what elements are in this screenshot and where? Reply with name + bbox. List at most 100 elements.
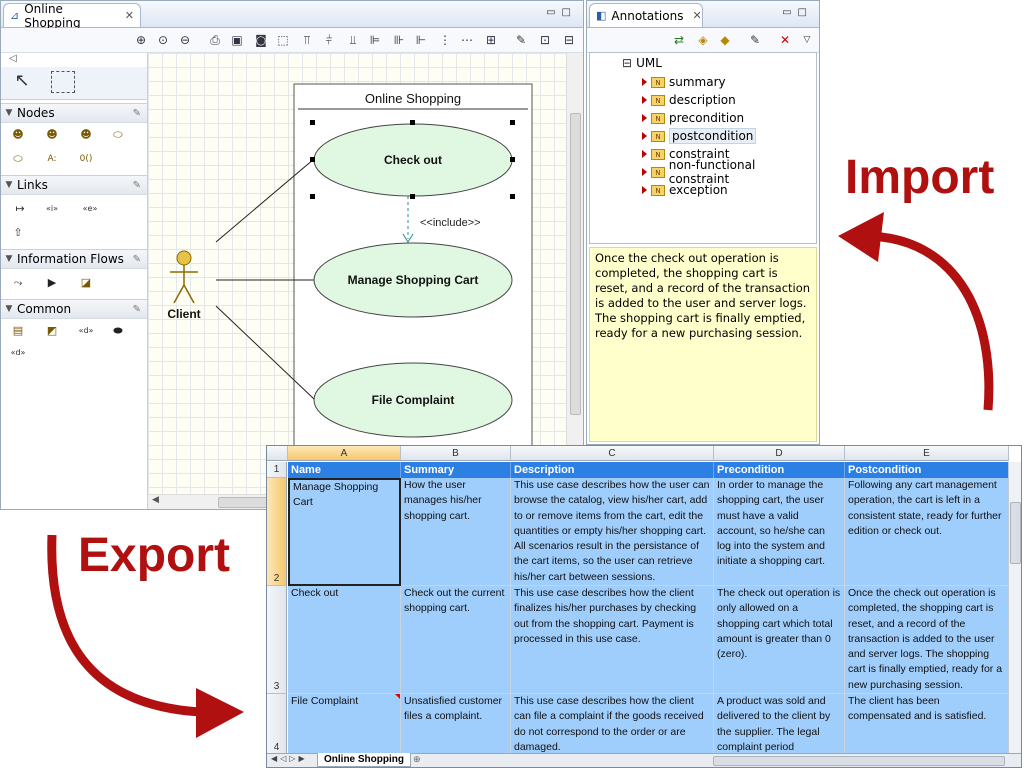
information-container-icon[interactable]: ◪: [80, 276, 92, 289]
pin-icon[interactable]: ✎: [132, 179, 141, 191]
export-image-icon[interactable]: ◙: [255, 33, 267, 47]
tree-item-summary[interactable]: N summary: [642, 73, 726, 91]
column-header-a[interactable]: A: [288, 446, 401, 461]
table-cell[interactable]: In order to manage the shopping cart, th…: [714, 478, 845, 586]
tree-item-postcondition[interactable]: N postcondition: [642, 127, 757, 145]
align-middle-icon[interactable]: ⫩: [325, 33, 333, 47]
note-icon[interactable]: ▤: [12, 324, 24, 337]
import-annotation-icon[interactable]: ◈: [698, 33, 708, 47]
tree-item-description[interactable]: N description: [642, 91, 736, 109]
palette-section-nodes[interactable]: ▼ Nodes ✎: [1, 103, 147, 123]
use-case-icon[interactable]: ⬭: [113, 128, 123, 141]
table-cell[interactable]: How the user manages his/her shopping ca…: [401, 478, 511, 586]
column-header-e[interactable]: E: [845, 446, 1009, 461]
format-icon[interactable]: ✎: [515, 33, 527, 47]
distribute-v-icon[interactable]: ⋯: [461, 33, 473, 47]
column-header-d[interactable]: D: [714, 446, 845, 461]
table-cell[interactable]: Check out: [288, 586, 401, 694]
association-line[interactable]: [215, 158, 315, 243]
tree-item-exception[interactable]: N exception: [642, 181, 728, 199]
close-icon[interactable]: ✕: [124, 9, 134, 22]
generalization-icon[interactable]: ⇧: [13, 226, 23, 239]
palette-section-common[interactable]: ▼ Common ✎: [1, 299, 147, 319]
table-cell[interactable]: This use case describes how the client c…: [511, 694, 714, 755]
expand-arrow-icon[interactable]: [642, 114, 647, 122]
column-header-c[interactable]: C: [511, 446, 714, 461]
table-cell[interactable]: Unsatisfied customer files a complaint.: [401, 694, 511, 755]
table-cell[interactable]: The check out operation is only allowed …: [714, 586, 845, 694]
snap-grid-icon[interactable]: ⊡: [539, 33, 551, 47]
row-header-3[interactable]: 3: [267, 586, 287, 694]
tree-root[interactable]: ⊟ UML: [622, 54, 662, 72]
table-cell[interactable]: Check out the current shopping cart.: [401, 586, 511, 694]
editor-tab[interactable]: ⊿ Online Shopping ✕: [3, 2, 141, 30]
sheet-vertical-scrollbar[interactable]: [1008, 462, 1021, 753]
header-cell[interactable]: Summary: [401, 462, 511, 478]
view-menu-icon[interactable]: ▽: [803, 35, 811, 45]
zoom-100-icon[interactable]: ⊙: [157, 33, 169, 47]
scroll-thumb[interactable]: [1010, 502, 1021, 564]
canvas-vertical-scrollbar[interactable]: [566, 53, 583, 495]
sheet-nav-arrows-icon[interactable]: ◀◁▷▶: [271, 754, 308, 763]
attribute-icon[interactable]: A:: [47, 154, 57, 164]
grid-icon[interactable]: ⊞: [485, 33, 497, 47]
association-icon[interactable]: ↦: [15, 202, 25, 215]
close-icon[interactable]: ✕: [692, 9, 702, 22]
column-header-b[interactable]: B: [401, 446, 511, 461]
table-cell[interactable]: A product was sold and delivered to the …: [714, 694, 845, 755]
rulers-icon[interactable]: ⊟: [563, 33, 575, 47]
insert-sheet-icon[interactable]: ⊕: [413, 754, 421, 764]
extend-link-icon[interactable]: «e»: [82, 204, 98, 213]
align-right-icon[interactable]: ⊩: [415, 33, 427, 47]
information-flow-icon[interactable]: ⤳: [13, 276, 23, 289]
operation-icon[interactable]: 0(): [79, 154, 93, 164]
delete-icon[interactable]: ✕: [779, 33, 791, 47]
expand-arrow-icon[interactable]: [642, 96, 647, 104]
scroll-thumb[interactable]: [570, 113, 581, 415]
tree-item-non-functional-constraint[interactable]: N non-functional constraint: [642, 158, 816, 186]
save-icon[interactable]: ▣: [231, 33, 243, 47]
pin-icon[interactable]: ✎: [132, 107, 141, 119]
abstraction-icon[interactable]: «d»: [10, 348, 26, 357]
header-cell[interactable]: Postcondition: [845, 462, 1009, 478]
align-top-icon[interactable]: ⫪: [303, 33, 311, 47]
comment-icon[interactable]: ◩: [46, 324, 58, 337]
new-annotation-icon[interactable]: ◆: [720, 33, 730, 47]
scroll-left-icon[interactable]: ◀: [152, 495, 159, 505]
constraint-icon[interactable]: ⬬: [113, 324, 123, 337]
palette-collapse-icon[interactable]: ◁: [9, 53, 17, 64]
row-header-4[interactable]: 4: [267, 694, 287, 755]
zoom-out-icon[interactable]: ⊖: [179, 33, 191, 47]
pointer-icon[interactable]: ↖: [14, 70, 30, 91]
diagram-canvas[interactable]: Online Shopping <<include>> Check out Ma…: [148, 53, 567, 495]
dependency-icon[interactable]: «d»: [78, 326, 94, 335]
palette-section-information-flows[interactable]: ▼ Information Flows ✎: [1, 249, 147, 269]
sheet-horizontal-scrollbar[interactable]: [713, 756, 1005, 766]
pin-icon[interactable]: ✎: [132, 253, 141, 265]
expand-arrow-icon[interactable]: [642, 168, 647, 176]
select-all-corner[interactable]: [267, 446, 288, 461]
row-header-1[interactable]: 1: [267, 462, 287, 478]
expand-arrow-icon[interactable]: [642, 78, 647, 86]
row-header-2[interactable]: 2: [267, 478, 287, 586]
information-item-icon[interactable]: ▶: [47, 276, 57, 289]
header-cell[interactable]: Name: [288, 462, 401, 478]
actor-variant-icon[interactable]: ☻: [46, 128, 58, 141]
table-cell[interactable]: This use case describes how the user can…: [511, 478, 714, 586]
actor-client[interactable]: [170, 250, 198, 304]
table-cell[interactable]: The client has been compensated and is s…: [845, 694, 1009, 755]
expand-arrow-icon[interactable]: [642, 150, 647, 158]
table-cell[interactable]: File Complaint: [288, 694, 401, 755]
align-center-icon[interactable]: ⊪: [393, 33, 405, 47]
actor-group-icon[interactable]: ☻: [80, 128, 92, 141]
select-all-icon[interactable]: ⬚: [277, 33, 289, 47]
zoom-in-icon[interactable]: ⊕: [135, 33, 147, 47]
use-case-manage-shopping-cart[interactable]: [313, 242, 513, 318]
add-annotation-icon[interactable]: ⇄: [673, 33, 685, 47]
sheet-tab-online-shopping[interactable]: Online Shopping: [317, 753, 411, 767]
window-controls[interactable]: ▭□: [546, 7, 577, 18]
header-cell[interactable]: Precondition: [714, 462, 845, 478]
association-line[interactable]: [215, 305, 315, 400]
include-link-icon[interactable]: «i»: [45, 204, 58, 213]
edit-icon[interactable]: ✎: [749, 33, 761, 47]
